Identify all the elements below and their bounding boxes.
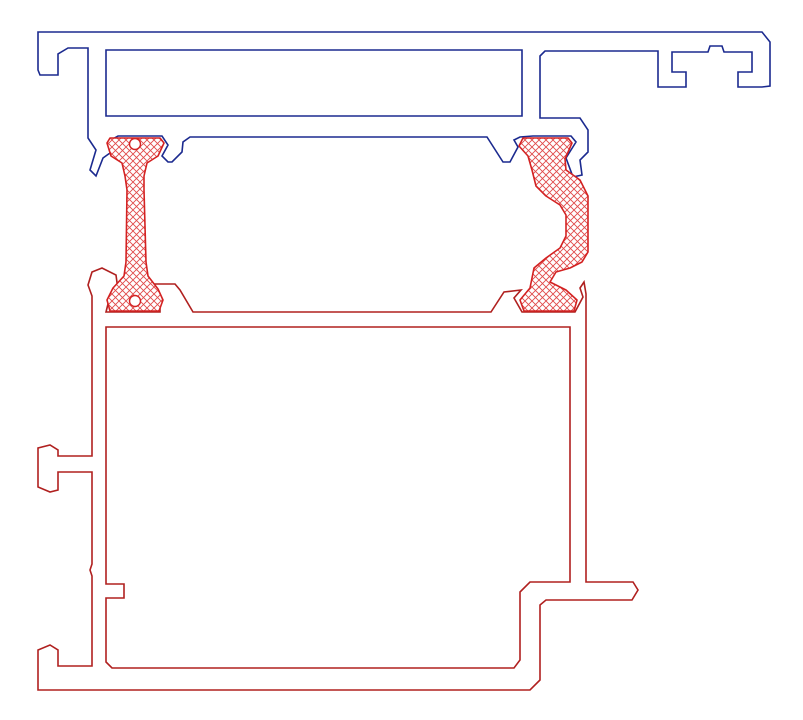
lower-profile-outer-contour [37,267,639,691]
lower-profile [37,267,639,691]
thermal-break-right [518,137,589,312]
thermal-break-left-hole-top [128,137,142,151]
thermal-break-left-hole-bottom [128,294,142,308]
lower-profile-chamber [105,326,571,669]
upper-profile [37,31,771,178]
upper-profile-outer-contour [37,31,771,178]
thermal-break-left [106,137,165,312]
thermal-break-right-body [518,137,589,312]
upper-profile-chamber [105,49,523,117]
thermal-break-left-body [106,137,165,312]
